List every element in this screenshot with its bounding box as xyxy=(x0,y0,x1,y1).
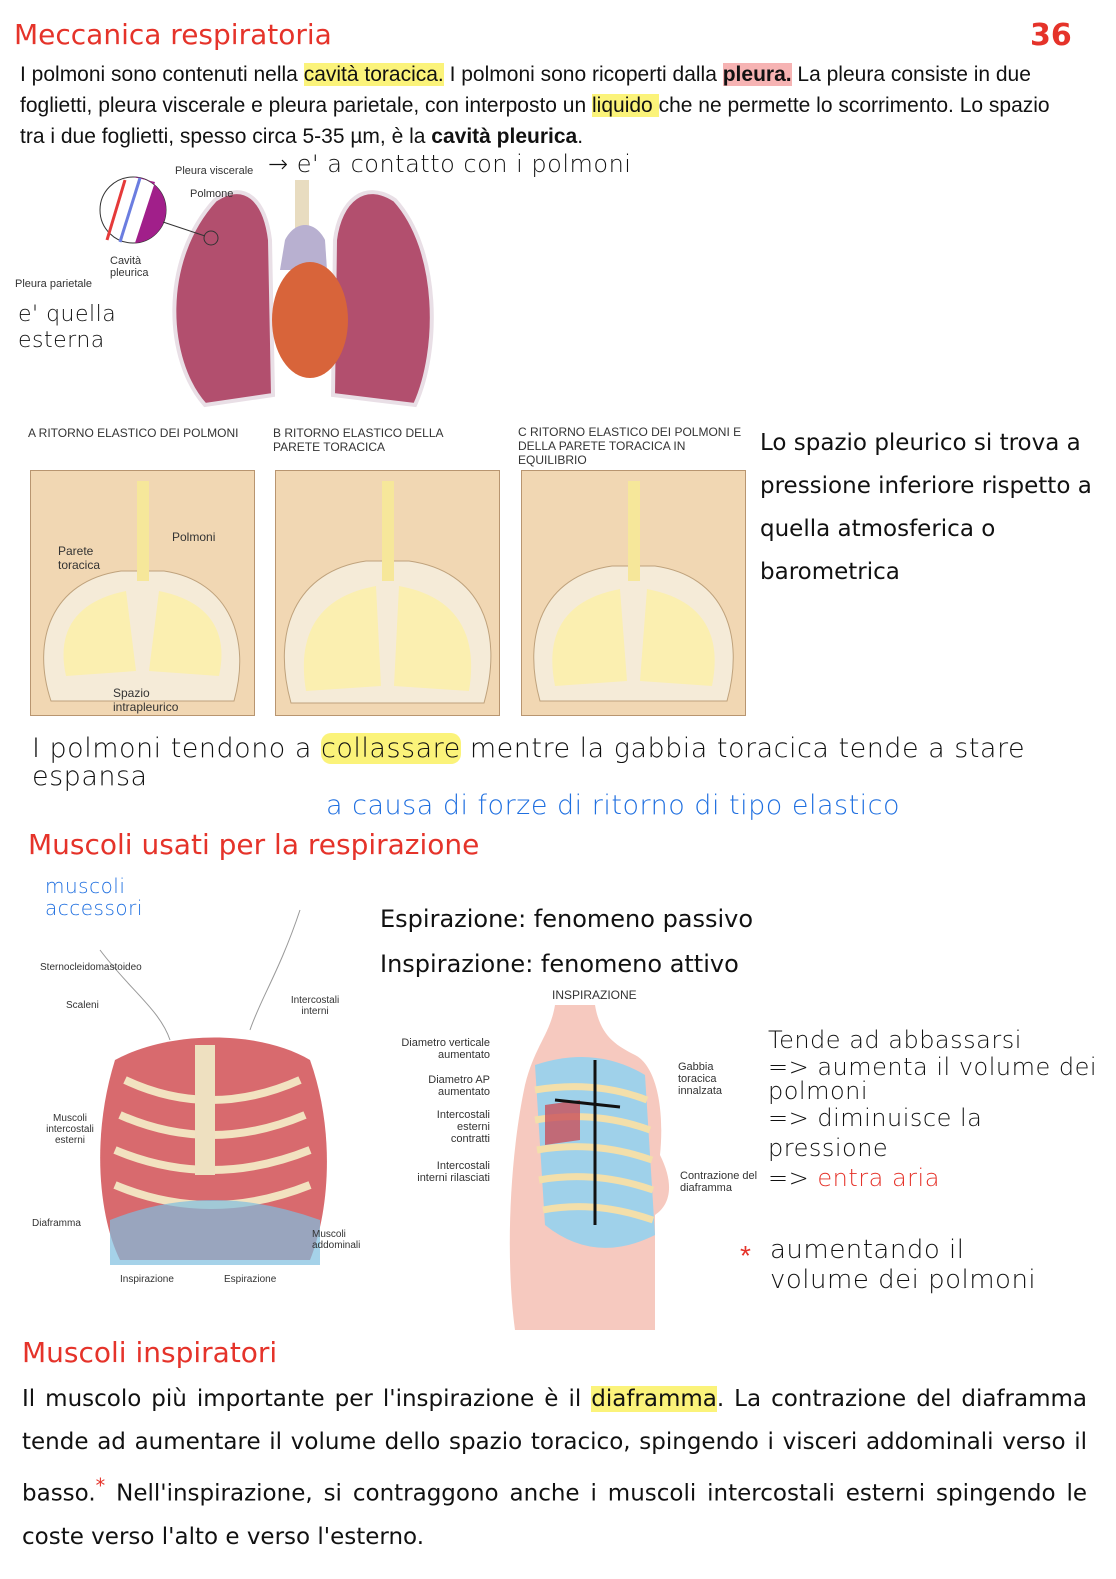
label-intercostali-interni: Intercostali interni xyxy=(290,995,340,1017)
text-inspirazione: Inspirazione: fenomeno attivo xyxy=(380,950,739,978)
text: La pleura consiste in due foglietti, ple… xyxy=(20,63,1031,117)
label-addominali: Muscoli addominali xyxy=(312,1229,361,1251)
label-cavita-pleurica: Cavità pleurica xyxy=(110,255,149,279)
intro-paragraph: I polmoni sono contenuti nella cavità to… xyxy=(20,59,1050,152)
text: . xyxy=(577,125,584,148)
section-title-muscoli-inspiratori: Muscoli inspiratori xyxy=(22,1336,278,1369)
bold-term: cavità pleurica xyxy=(431,125,578,148)
label-diaframma: Diaframma xyxy=(32,1218,81,1229)
text: I polmoni sono ricoperti dalla xyxy=(443,63,723,86)
note-parietal: e' quella esterna xyxy=(18,302,117,353)
note-elastic-cause: a causa di forze di ritorno di tipo elas… xyxy=(326,790,901,821)
note-text: e' a contatto con i polmoni xyxy=(296,150,632,178)
label-gabbia-toracica: Gabbia toracica innalzata xyxy=(678,1061,723,1097)
label-espirazione: Espirazione xyxy=(224,1274,277,1285)
label-inspirazione: Inspirazione xyxy=(120,1274,174,1285)
text: I polmoni sono contenuti nella xyxy=(20,63,304,86)
highlight: collassare xyxy=(321,733,461,764)
text: . La contrazione del diaframma tende ad … xyxy=(22,1386,1087,1507)
panel-b-diagram xyxy=(275,470,500,716)
label-intercostali-esterni-contratti: Intercostali esterni contratti xyxy=(436,1109,490,1145)
label-diametro-ap: Diametro AP aumentato xyxy=(428,1074,490,1098)
note-line: Tende ad abbassarsi xyxy=(768,1026,1022,1054)
label-sternocleido: Sternocleidomastoideo xyxy=(40,962,142,973)
highlight: diaframma xyxy=(591,1386,717,1412)
panel-c-diagram xyxy=(521,470,746,716)
inspiratory-paragraph: Il muscolo più importante per l'inspiraz… xyxy=(22,1378,1087,1559)
label-parete-toracica: Parete toracica xyxy=(58,544,101,572)
panel-a-title: A RITORNO ELASTICO DEI POLMONI xyxy=(28,426,239,440)
note-line: => diminuisce la pressione xyxy=(768,1104,983,1162)
lung-pleura-illustration xyxy=(99,176,434,408)
label-contrazione-diaframma: Contrazione del diaframma xyxy=(680,1170,758,1194)
note-collapse: I polmoni tendono a collassare mentre la… xyxy=(32,733,1052,792)
label-polmoni: Polmoni xyxy=(172,530,216,544)
panel-b-title: B RITORNO ELASTICO DELLA PARETE TORACICA xyxy=(273,426,443,454)
asterisk-icon: * xyxy=(95,1474,106,1497)
note-aumentando-volume: aumentando il volume dei polmoni xyxy=(770,1235,1037,1295)
text: => xyxy=(768,1164,818,1192)
label-intercostali-interni-rilasciati: Intercostali interni rilasciati xyxy=(417,1160,490,1184)
label-intercostali-esterni: Muscoli intercostali esterni xyxy=(46,1113,94,1146)
respiratory-muscles-illustration xyxy=(99,909,327,1265)
section-title-meccanica: Meccanica respiratoria xyxy=(14,18,332,51)
inspiration-figure-title: INSPIRAZIONE xyxy=(552,988,637,1002)
page-number: 36 xyxy=(1030,18,1072,53)
text: Nell'inspirazione, si contraggono anche … xyxy=(22,1480,1087,1550)
section-title-muscoli-usati: Muscoli usati per la respirazione xyxy=(28,828,480,861)
label-spazio-intrapleurico: Spazio intrapleurico xyxy=(113,686,179,714)
side-note-pressure: Lo spazio pleurico si trova a pressione … xyxy=(760,430,1092,585)
inspiration-illustration xyxy=(509,1005,670,1330)
note-visceral: → e' a contatto con i polmoni xyxy=(268,150,632,178)
label-polmone: Polmone xyxy=(190,188,234,200)
label-diametro-verticale: Diametro verticale aumentato xyxy=(401,1037,490,1061)
label-pleura-parietale: Pleura parietale xyxy=(15,278,93,290)
panel-a-diagram xyxy=(30,470,255,716)
red-text: entra aria xyxy=(817,1164,940,1192)
asterisk-icon: * xyxy=(740,1240,751,1271)
text: I polmoni tendono a xyxy=(32,733,322,764)
highlight: cavità toracica. xyxy=(303,63,444,86)
note-muscoli-accessori: muscoli accessori xyxy=(45,874,143,920)
diaphragm-note: Tende ad abbassarsi => aumenta il volume… xyxy=(768,1025,1108,1193)
text: mentre la gabbia toracica tende a stare … xyxy=(32,733,1026,792)
note-line: => aumenta il volume dei polmoni xyxy=(768,1053,1098,1105)
highlight: liquido xyxy=(592,94,659,117)
text-espirazione: Espirazione: fenomeno passivo xyxy=(380,905,754,933)
label-pleura-viscerale: Pleura viscerale xyxy=(175,165,254,177)
label-scaleni: Scaleni xyxy=(66,1000,99,1011)
text: Il muscolo più importante per l'inspiraz… xyxy=(22,1386,592,1412)
text: che ne permette lo scorrimento. Lo spazi… xyxy=(20,94,1050,148)
note-line: => entra aria xyxy=(768,1163,1108,1193)
highlight: pleura. xyxy=(722,63,792,86)
panel-c-title: C RITORNO ELASTICO DEI POLMONI E DELLA P… xyxy=(518,425,742,467)
